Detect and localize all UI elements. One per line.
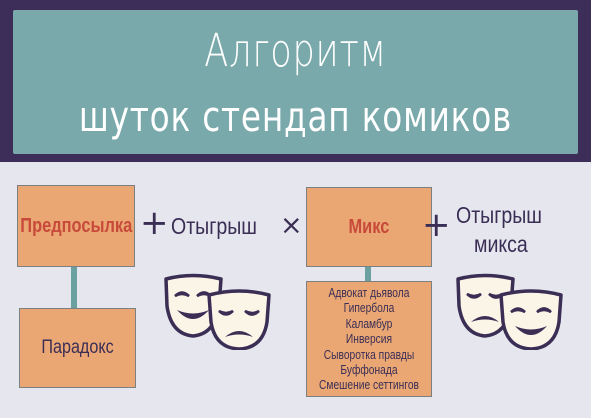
- mix-connector: [365, 267, 371, 281]
- plus-operator-1: +: [140, 203, 169, 243]
- premise-label: Предпосылка: [20, 214, 132, 237]
- mix-playout-label-line2: микса: [474, 231, 528, 257]
- comedy-mask: [499, 289, 563, 350]
- paradox-label: Парадокс: [41, 337, 114, 358]
- mix-label: Микс: [348, 215, 390, 238]
- tragedy-mask: [456, 273, 515, 338]
- list-item: Адвокат дьявола: [328, 286, 410, 300]
- premise-connector: [71, 267, 77, 308]
- mix-playout-label-line1: Отыгрыш: [456, 202, 542, 228]
- list-item: Буффонада: [340, 363, 398, 378]
- times-operator: ×: [280, 210, 303, 241]
- list-item: Гипербола: [343, 301, 395, 316]
- mix-box: Микс: [306, 187, 432, 267]
- list-item: Сыворотка правды: [323, 347, 415, 362]
- comedy-tragedy-masks-icon: [164, 273, 271, 350]
- list-item: Инверсия: [345, 332, 393, 347]
- title-panel: Алгоритм шуток стендап комиков: [13, 10, 578, 154]
- playout-label: Отыгрыш: [171, 213, 257, 239]
- list-item: Смешение сеттингов: [319, 378, 419, 393]
- comedy-tragedy-masks-icon: [456, 273, 563, 350]
- mix-techniques-list: Адвокат дьявола Гипербола Каламбур Инвер…: [306, 281, 432, 397]
- plus-operator-2: +: [422, 205, 451, 245]
- list-item: Каламбур: [345, 316, 393, 331]
- page-subtitle: шуток стендап комиков: [78, 92, 513, 141]
- premise-box: Предпосылка: [17, 185, 135, 267]
- tragedy-mask: [207, 289, 271, 350]
- paradox-box: Парадокс: [19, 308, 136, 388]
- page-title: Алгоритм: [204, 24, 387, 77]
